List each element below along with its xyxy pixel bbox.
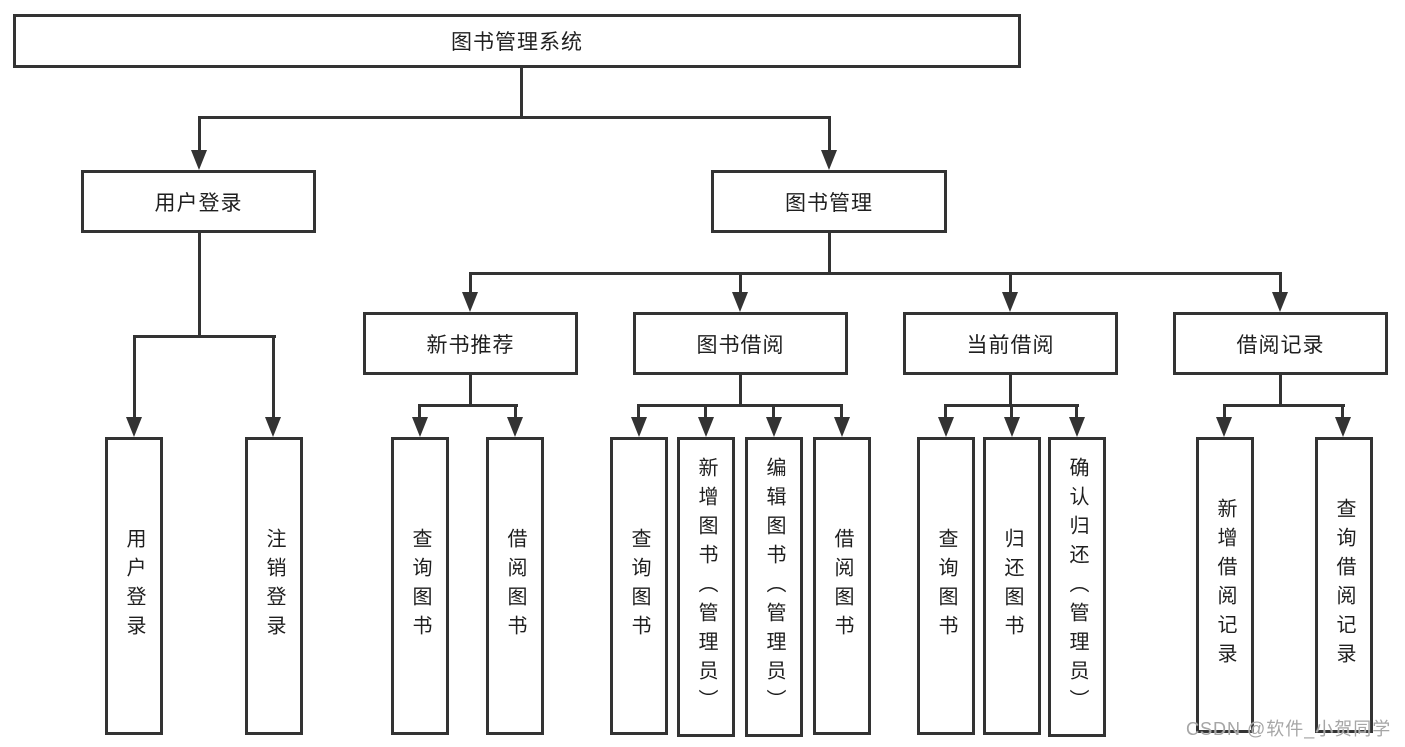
connector-line <box>637 404 843 407</box>
node-leaf-borrow-book-1: 借阅图书 <box>486 437 544 735</box>
node-leaf-add-book: 新增图书（管理员） <box>677 437 735 737</box>
connector-line <box>704 404 707 419</box>
node-leaf-borrow-book-2: 借阅图书 <box>813 437 871 735</box>
connector-line <box>514 404 517 419</box>
node-leaf-add-borrow-record: 新增借阅记录 <box>1196 437 1254 733</box>
arrowhead-down-icon <box>1004 417 1020 437</box>
arrowhead-down-icon <box>1216 417 1232 437</box>
connector-line <box>418 404 421 419</box>
connector-line <box>637 404 640 419</box>
arrowhead-down-icon <box>732 292 748 312</box>
arrowhead-down-icon <box>1002 292 1018 312</box>
arrowhead-down-icon <box>1335 417 1351 437</box>
node-book-borrow: 图书借阅 <box>633 312 848 375</box>
connector-line <box>1223 404 1345 407</box>
node-leaf-query-borrow-record: 查询借阅记录 <box>1315 437 1373 733</box>
connector-line <box>272 335 275 419</box>
connector-line <box>520 68 523 119</box>
arrowhead-down-icon <box>938 417 954 437</box>
node-leaf-query-book-1: 查询图书 <box>391 437 449 735</box>
connector-line <box>828 116 831 152</box>
node-root: 图书管理系统 <box>13 14 1021 68</box>
connector-line <box>198 116 831 119</box>
arrowhead-down-icon <box>265 417 281 437</box>
connector-line <box>739 375 742 406</box>
node-borrow-records: 借阅记录 <box>1173 312 1388 375</box>
arrowhead-down-icon <box>191 150 207 170</box>
connector-line <box>1341 404 1344 419</box>
node-new-book-rec: 新书推荐 <box>363 312 578 375</box>
arrowhead-down-icon <box>1272 292 1288 312</box>
node-leaf-return-book: 归还图书 <box>983 437 1041 735</box>
connector-line <box>1279 375 1282 406</box>
node-book-mgmt: 图书管理 <box>711 170 947 233</box>
node-leaf-logout: 注销登录 <box>245 437 303 735</box>
node-leaf-edit-book: 编辑图书（管理员） <box>745 437 803 737</box>
connector-line <box>198 116 201 152</box>
connector-line <box>1009 272 1012 294</box>
connector-line <box>469 272 472 294</box>
node-user-login: 用户登录 <box>81 170 316 233</box>
connector-line <box>739 272 742 294</box>
arrowhead-down-icon <box>631 417 647 437</box>
node-current-borrow: 当前借阅 <box>903 312 1118 375</box>
connector-line <box>469 375 472 406</box>
node-leaf-confirm-return: 确认归还（管理员） <box>1048 437 1106 737</box>
connector-line <box>418 404 518 407</box>
connector-line <box>840 404 843 419</box>
node-leaf-query-book-3: 查询图书 <box>917 437 975 735</box>
node-leaf-user-login: 用户登录 <box>105 437 163 735</box>
connector-line <box>133 335 276 338</box>
connector-line <box>133 335 136 419</box>
connector-line <box>1075 404 1078 419</box>
connector-line <box>198 233 201 337</box>
watermark: CSDN @软件_小贺同学 <box>1186 719 1392 739</box>
connector-line <box>1010 404 1013 419</box>
arrowhead-down-icon <box>834 417 850 437</box>
connector-line <box>772 404 775 419</box>
arrowhead-down-icon <box>766 417 782 437</box>
connector-line <box>1009 375 1012 406</box>
arrowhead-down-icon <box>821 150 837 170</box>
connector-line <box>1223 404 1226 419</box>
connector-line <box>944 404 947 419</box>
arrowhead-down-icon <box>507 417 523 437</box>
node-leaf-query-book-2: 查询图书 <box>610 437 668 735</box>
connector-line <box>1279 272 1282 294</box>
arrowhead-down-icon <box>462 292 478 312</box>
arrowhead-down-icon <box>126 417 142 437</box>
connector-line <box>828 233 831 274</box>
arrowhead-down-icon <box>698 417 714 437</box>
arrowhead-down-icon <box>1069 417 1085 437</box>
connector-line <box>469 272 1282 275</box>
arrowhead-down-icon <box>412 417 428 437</box>
